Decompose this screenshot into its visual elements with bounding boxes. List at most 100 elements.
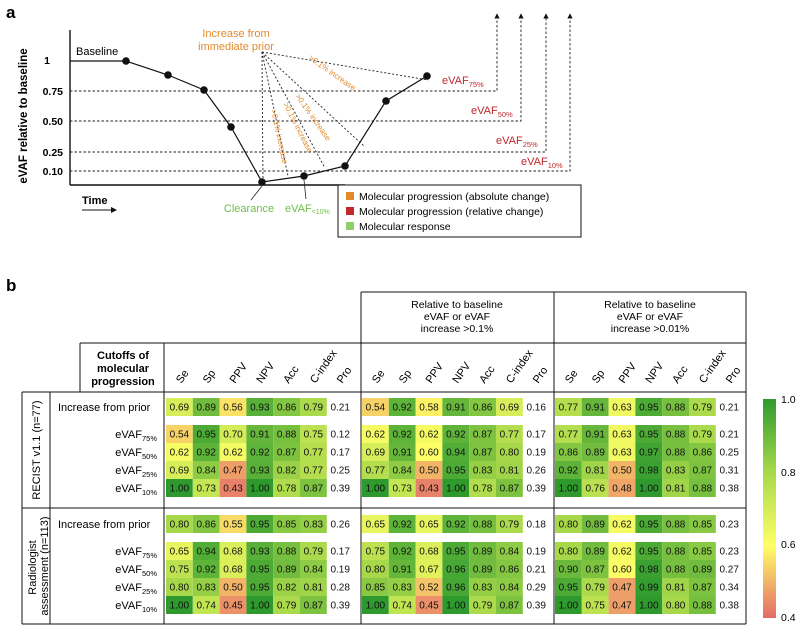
heatmap-cell [496, 425, 523, 443]
heatmap-cell [300, 515, 327, 533]
cell-value: 0.84 [196, 466, 216, 477]
heatmap-cell [166, 596, 193, 614]
heatmap-cell [362, 479, 389, 497]
cell-value: 0.47 [612, 583, 632, 594]
heatmap-cell [635, 560, 663, 578]
cell-value: 0.89 [693, 565, 713, 576]
cell-value: 0.52 [419, 583, 439, 594]
heatmap-cell [469, 443, 496, 461]
heatmap-cell [273, 578, 300, 596]
threshold-label-10: eVAF10% [521, 156, 563, 170]
panel-a-label: a [6, 3, 16, 22]
cell-value: 0.27 [719, 565, 739, 576]
cell-value: 0.75 [304, 430, 324, 441]
cell-value: 0.95 [639, 403, 659, 414]
heatmap-cell [166, 560, 193, 578]
heatmap-cell [192, 560, 220, 578]
heatmap-cell [300, 596, 327, 614]
heatmap-cell [362, 443, 389, 461]
cell-value: 0.91 [446, 403, 466, 414]
cell-value: 0.63 [612, 403, 632, 414]
cell-value: 0.91 [585, 430, 605, 441]
heatmap-cell [415, 479, 443, 497]
cell-value: 0.89 [473, 547, 493, 558]
cell-value: 0.95 [250, 520, 270, 531]
heatmap-cell [608, 560, 636, 578]
group-header-1-line-2: eVAF or eVAF [424, 311, 490, 323]
heatmap-cell [442, 398, 470, 416]
cell-value: 0.88 [666, 547, 686, 558]
cell-value: 0.21 [719, 430, 739, 441]
cell-value: 0.82 [277, 466, 297, 477]
cell-value: 0.89 [277, 565, 297, 576]
cell-value: 0.74 [392, 601, 412, 612]
cell-value: 0.87 [500, 484, 520, 495]
legend-swatch-relative [346, 207, 354, 215]
row-label: eVAF10% [115, 600, 157, 614]
heatmap-cell [166, 578, 193, 596]
legend-label-relative: Molecular progression (relative change) [359, 206, 543, 218]
heatmap-cell [192, 443, 220, 461]
cell-value: 0.83 [473, 583, 493, 594]
colorbar-tick-min: 0.4 [781, 612, 796, 624]
heatmap-cell [300, 425, 327, 443]
cell-value: 1.00 [250, 484, 270, 495]
panel-b: b Cutoffs of molecular progression Relat… [6, 276, 796, 625]
heatmap-cell [166, 479, 193, 497]
cell-value: 0.62 [419, 430, 439, 441]
cell-value: 0.94 [196, 547, 216, 558]
cell-value: 0.23 [719, 520, 739, 531]
heatmap-cell [608, 398, 636, 416]
threshold-line-75 [70, 13, 500, 92]
heatmap-cell [388, 542, 416, 560]
x-axis-label: Time [82, 195, 107, 207]
cell-value: 0.43 [223, 484, 243, 495]
column-header: PPV [424, 360, 447, 385]
heatmap-cell [662, 542, 689, 560]
heatmap-cell [469, 596, 496, 614]
legend: Molecular progression (absolute change) … [337, 184, 582, 238]
cell-value: 0.19 [526, 547, 546, 558]
colorbar-tick-06: 0.6 [781, 539, 796, 551]
cell-value: 0.84 [500, 583, 520, 594]
heatmap-cell [192, 479, 220, 497]
increase-from-prior-label-2: immediate prior [198, 41, 274, 53]
heatmap-cell [362, 515, 389, 533]
cell-value: 0.93 [250, 403, 270, 414]
cell-value: 0.92 [392, 430, 412, 441]
cell-value: 0.62 [223, 448, 243, 459]
column-header: Se [563, 368, 581, 386]
heatmap-cell [581, 515, 609, 533]
heatmap-cell [442, 542, 470, 560]
cone-line-1 [261, 51, 429, 81]
cell-value: 0.60 [419, 448, 439, 459]
column-header: Se [174, 368, 192, 386]
cell-value: 0.93 [250, 466, 270, 477]
heatmap-cell [555, 443, 582, 461]
heatmap-cell [496, 461, 523, 479]
heatmap-cell [219, 542, 247, 560]
row-group-radiologist-line: assessment (n=113) [39, 516, 51, 615]
heatmap-cell [362, 560, 389, 578]
heatmap-cell [608, 443, 636, 461]
heatmap-cell [689, 596, 716, 614]
cell-value: 0.73 [392, 484, 412, 495]
cell-value: 1.00 [366, 484, 386, 495]
heatmap-cell [555, 515, 582, 533]
cell-value: 0.21 [330, 403, 350, 414]
cell-value: 0.84 [500, 547, 520, 558]
clearance-pointer [250, 185, 263, 201]
cell-value: 0.88 [666, 565, 686, 576]
heatmap-cell [469, 542, 496, 560]
heatmap-cell [273, 398, 300, 416]
cell-value: 0.58 [419, 403, 439, 414]
cell-value: 0.21 [719, 403, 739, 414]
cell-value: 0.83 [392, 583, 412, 594]
cell-value: 0.19 [526, 448, 546, 459]
heatmap-cell [581, 479, 609, 497]
cell-value: 0.17 [330, 547, 350, 558]
cell-value: 0.50 [223, 583, 243, 594]
cell-value: 0.81 [304, 583, 324, 594]
cell-value: 0.91 [585, 403, 605, 414]
row-group-radiologist-line: Radiologist [27, 540, 39, 594]
